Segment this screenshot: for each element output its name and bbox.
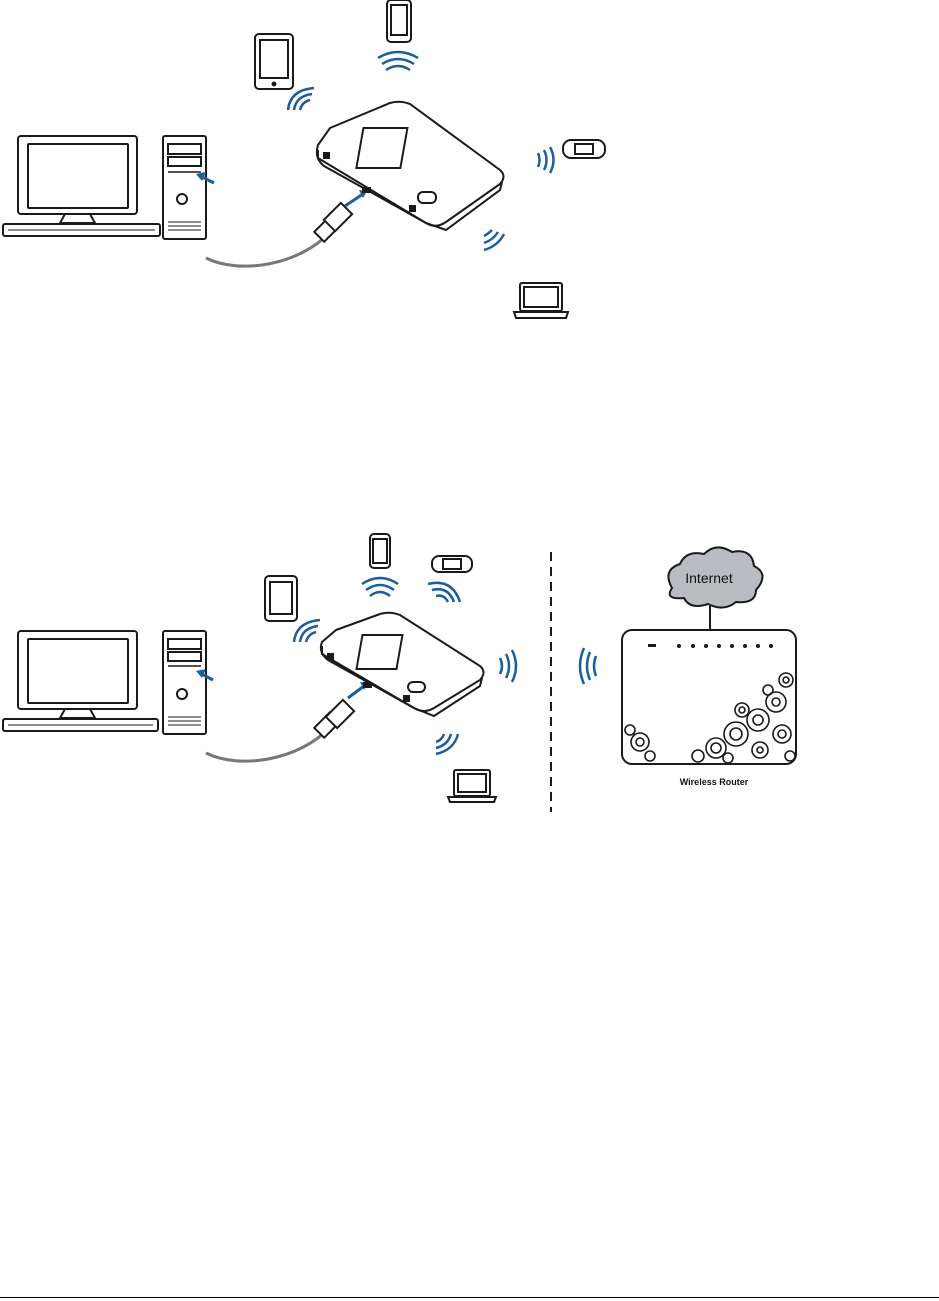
arrow-icon: [345, 194, 363, 206]
mobile-hotspot-icon: [321, 613, 484, 716]
wifi-signal-icon: [580, 648, 596, 684]
smartphone-icon: [370, 534, 390, 568]
hotspot-usb-diagram: [0, 0, 939, 330]
wifi-signal-icon: [378, 52, 418, 70]
handheld-game-console-icon: [563, 140, 605, 158]
desktop-computer-icon: [3, 631, 206, 734]
handheld-game-console-icon: [432, 556, 472, 572]
wifi-signal-icon: [436, 734, 458, 754]
wifi-signal-icon: [428, 583, 460, 602]
wifi-signal-icon: [500, 650, 516, 682]
laptop-icon: [514, 283, 568, 318]
usb-cable-icon: [206, 232, 330, 266]
usb-cable-icon: [206, 727, 330, 761]
wireless-router-label: Wireless Router: [680, 777, 749, 787]
laptop-icon: [448, 770, 496, 802]
desktop-computer-icon: [3, 136, 206, 239]
wireless-router-icon: [622, 630, 796, 764]
internet-label: Internet: [685, 570, 733, 586]
wifi-signal-icon: [288, 88, 314, 110]
tablet-icon: [255, 34, 293, 89]
smartphone-icon: [387, 0, 411, 42]
wifi-signal-icon: [294, 620, 320, 642]
arrow-icon: [348, 686, 364, 698]
internet-cloud-icon: [668, 547, 762, 630]
usb-plug-icon: [314, 203, 352, 242]
wifi-signal-icon: [362, 578, 398, 596]
page-bottom-rule: [0, 1297, 939, 1298]
wifi-signal-icon: [484, 230, 504, 250]
usb-plug-icon: [314, 700, 354, 738]
tablet-icon: [265, 576, 297, 621]
hotspot-router-diagram: Internet Wireless Router: [0, 530, 939, 820]
wifi-signal-icon: [538, 147, 554, 173]
